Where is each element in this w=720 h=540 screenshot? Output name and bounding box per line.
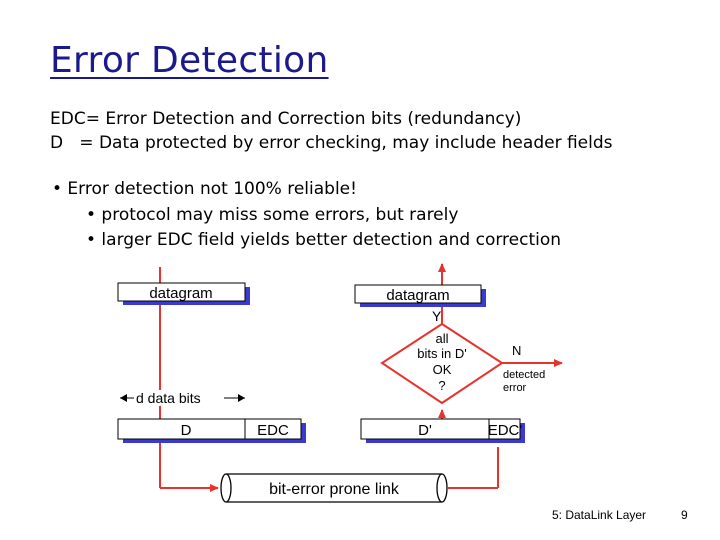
sender-frame: D EDC: [117, 418, 306, 443]
bullet-larger-edc: • larger EDC field yields better detecti…: [86, 230, 562, 250]
no-label: N: [512, 343, 521, 358]
d-data-bits-label: d data bits: [136, 390, 201, 406]
sender-edc-label: EDC: [257, 422, 289, 439]
decision-line-2: bits in D': [417, 346, 466, 361]
footer-label: 5: DataLink Layer: [552, 508, 647, 522]
d-definition: D = Data protected by error checking, ma…: [50, 133, 613, 153]
link-label: bit-error prone link: [269, 481, 400, 498]
detected-error-line-1: detected: [503, 369, 545, 381]
sender-datagram-label: datagram: [149, 285, 212, 302]
link-cylinder: bit-error prone link: [220, 473, 448, 503]
receiver-frame: D' EDC': [360, 418, 525, 443]
yes-label: Y: [432, 308, 442, 324]
bullet-reliability: • Error detection not 100% reliable!: [52, 179, 357, 199]
receiver-datagram-label: datagram: [386, 287, 449, 304]
decision-line-3: OK: [433, 362, 452, 377]
decision-line-1: all: [435, 331, 448, 346]
slide-title: Error Detection: [50, 40, 329, 81]
edc-definition: EDC= Error Detection and Correction bits…: [50, 109, 522, 129]
receiver-edc-label: EDC': [488, 422, 523, 439]
detected-error-line-2: error: [503, 382, 527, 394]
bullet-miss-errors: • protocol may miss some errors, but rar…: [86, 205, 459, 225]
receiver-d-label: D': [418, 422, 432, 439]
sender-d-label: D: [181, 422, 192, 439]
decision-diamond: all bits in D' OK ?: [380, 322, 504, 405]
page-number: 9: [681, 508, 688, 522]
decision-line-4: ?: [438, 378, 445, 393]
receiver-datagram-box: datagram: [354, 284, 486, 307]
sender-datagram-box: datagram: [117, 282, 250, 305]
